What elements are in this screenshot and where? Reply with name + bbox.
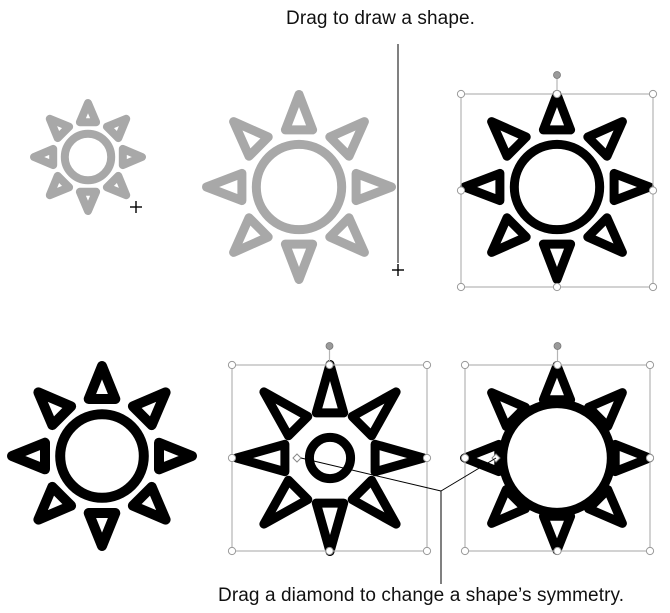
resize-handle[interactable]: [461, 547, 468, 554]
sun-ray: [614, 173, 649, 200]
sun-core-circle: [256, 144, 341, 229]
crosshair-cursor-icon: [130, 201, 142, 213]
figures-layer: [12, 72, 657, 555]
resize-handle[interactable]: [553, 283, 560, 290]
sun-ray: [543, 244, 570, 279]
rotate-handle[interactable]: [326, 343, 333, 350]
sun-core-circle: [503, 404, 612, 513]
sun-ray: [330, 218, 365, 253]
sun-ray: [375, 444, 423, 471]
sun-ray: [316, 503, 343, 551]
sun-ray: [492, 218, 527, 253]
sun-core-circle: [60, 414, 144, 498]
resize-handle[interactable]: [553, 90, 560, 97]
resize-handle[interactable]: [649, 283, 656, 290]
sun-ray: [543, 366, 570, 400]
sun-core-circle: [65, 134, 111, 180]
resize-handle[interactable]: [457, 283, 464, 290]
sun-ray: [133, 392, 166, 425]
sun-ray: [38, 392, 71, 425]
resize-handle[interactable]: [461, 361, 468, 368]
resize-handle[interactable]: [646, 454, 653, 461]
resize-handle[interactable]: [649, 187, 656, 194]
crosshair-cursor-icon: [392, 264, 404, 276]
sun-ray: [50, 119, 69, 138]
resize-handle[interactable]: [326, 547, 333, 554]
sun-core-circle: [309, 437, 350, 478]
resize-handle[interactable]: [423, 454, 430, 461]
resize-handle[interactable]: [457, 90, 464, 97]
rotate-handle[interactable]: [554, 72, 561, 79]
sun-ray: [34, 149, 53, 165]
resize-handle[interactable]: [554, 361, 561, 368]
sun-ray: [285, 95, 312, 130]
sun-ray: [264, 480, 308, 524]
sun-small-core: [228, 343, 430, 555]
sun-ray: [234, 218, 269, 253]
sun-ray: [207, 173, 242, 200]
sun-ray: [543, 516, 570, 550]
sun-selected: [457, 72, 656, 291]
sun-core-circle: [514, 144, 599, 229]
resize-handle[interactable]: [423, 361, 430, 368]
sun-ray: [285, 244, 312, 279]
resize-handle[interactable]: [326, 361, 333, 368]
callout-draw-shape: Drag to draw a shape.: [286, 8, 475, 30]
resize-handle[interactable]: [228, 547, 235, 554]
resize-handle[interactable]: [228, 454, 235, 461]
sun-ray: [80, 103, 96, 122]
sun-ray: [316, 365, 343, 413]
sun-ray: [352, 480, 396, 524]
resize-handle[interactable]: [646, 361, 653, 368]
adjustment-diamond-handle[interactable]: [293, 454, 301, 462]
resize-handle[interactable]: [423, 547, 430, 554]
sun-ray: [543, 95, 570, 130]
resize-handle[interactable]: [554, 547, 561, 554]
sun-drawing-large: [207, 95, 405, 280]
sun-ray: [50, 176, 69, 195]
sun-ray: [89, 366, 116, 399]
sun-ray: [89, 513, 116, 546]
sun-ray: [107, 176, 126, 195]
resize-handle[interactable]: [228, 361, 235, 368]
sun-plain: [12, 366, 192, 546]
sun-ray: [107, 119, 126, 138]
sun-ray: [159, 443, 192, 470]
sun-ray: [615, 444, 649, 471]
sun-ray: [352, 392, 396, 436]
rotate-handle[interactable]: [554, 343, 561, 350]
sun-ray: [588, 122, 623, 157]
sun-ray: [234, 122, 269, 157]
sun-ray: [12, 443, 45, 470]
sun-ray: [330, 122, 365, 157]
callout-change-symmetry: Drag a diamond to change a shape’s symme…: [218, 585, 624, 607]
resize-handle[interactable]: [457, 187, 464, 194]
sun-ray: [264, 392, 308, 436]
resize-handle[interactable]: [649, 90, 656, 97]
sun-ray: [80, 192, 96, 211]
sun-large-core: [461, 343, 653, 555]
resize-handle[interactable]: [646, 547, 653, 554]
sun-ray: [465, 173, 500, 200]
sun-ray: [492, 122, 527, 157]
sun-ray: [237, 444, 285, 471]
sun-drawing-small: [34, 103, 142, 213]
sun-ray: [133, 487, 166, 520]
sun-ray: [38, 487, 71, 520]
sun-ray: [123, 149, 142, 165]
resize-handle[interactable]: [461, 454, 468, 461]
sun-ray: [356, 173, 391, 200]
sun-ray: [588, 218, 623, 253]
